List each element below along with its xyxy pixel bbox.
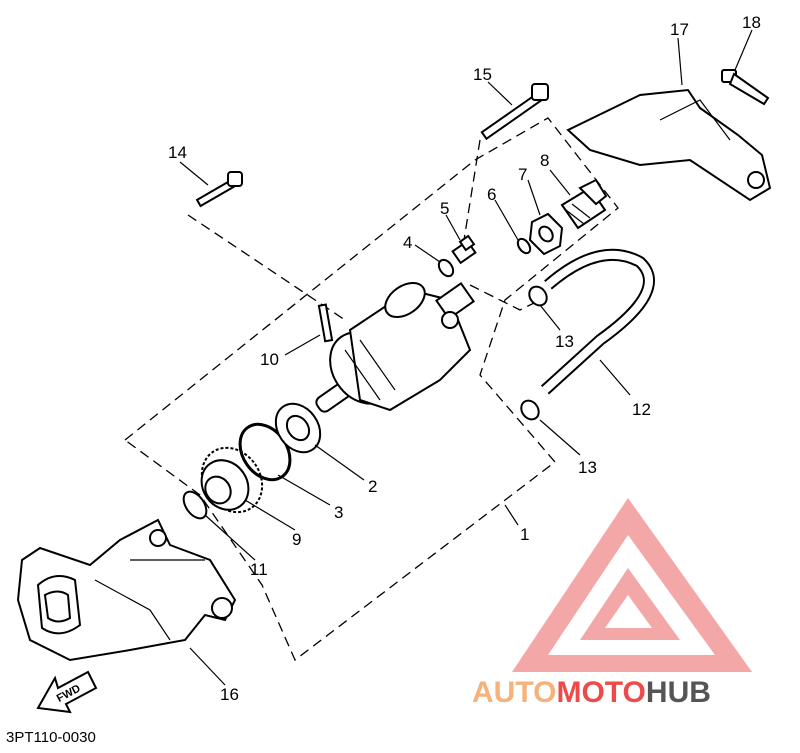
callout-13a: 13 [555, 332, 574, 351]
callout-2: 2 [368, 477, 377, 496]
circlip-11 [182, 490, 208, 520]
washer-6 [516, 237, 532, 255]
callout-16: 16 [220, 685, 239, 704]
callout-17: 17 [670, 20, 689, 39]
bracket-17 [566, 88, 772, 202]
callout-6: 6 [487, 185, 496, 204]
callout-8: 8 [540, 151, 549, 170]
watermark-part3: HUB [646, 676, 711, 709]
leader-lines [179, 29, 753, 686]
impeller-gear-9 [200, 446, 264, 514]
bolt14-leader [187, 214, 346, 321]
watermark-part2: MOTO [556, 676, 645, 709]
watermark-part1: AUTO [472, 676, 556, 709]
diagram-code: 3PT110-0030 [6, 729, 96, 746]
hose-clip-13b [520, 399, 540, 421]
callout-14: 14 [168, 143, 187, 162]
bolt-14 [195, 171, 243, 208]
watermark-logo [512, 498, 752, 672]
nut-7 [528, 212, 564, 256]
callout-3: 3 [334, 503, 343, 522]
callout-4: 4 [403, 233, 412, 252]
oil-pump-assembly [315, 281, 475, 413]
callouts: 1 2 3 4 5 6 7 8 9 10 11 12 13 13 14 15 1… [168, 13, 761, 704]
watermark-text: AUTOMOTOHUB [472, 676, 711, 709]
dowel-pin-10 [317, 303, 334, 343]
callout-11: 11 [250, 560, 268, 579]
callout-10: 10 [260, 350, 279, 369]
bolt-15 [480, 83, 549, 141]
banjo-bolt-5 [451, 234, 477, 265]
callout-12: 12 [632, 400, 651, 419]
callout-18: 18 [742, 13, 761, 32]
bearing-2 [274, 402, 322, 454]
screw-18 [721, 69, 770, 106]
crankcase-cover-16 [16, 518, 237, 662]
callout-9: 9 [292, 530, 301, 549]
washer-4 [437, 258, 455, 278]
callout-5: 5 [440, 199, 449, 218]
bolt-8 [560, 178, 608, 230]
oil-hose-12 [540, 248, 655, 395]
svg-text:AUTOMOTOHUB: AUTOMOTOHUB [472, 676, 711, 709]
callout-13b: 13 [578, 458, 597, 477]
assembly-boundary [124, 117, 619, 662]
hose-clip-13a [528, 285, 548, 307]
callout-1: 1 [520, 525, 529, 544]
fwd-arrow-icon: FWD [36, 670, 98, 714]
callout-15: 15 [473, 65, 492, 84]
callout-7: 7 [518, 165, 527, 184]
